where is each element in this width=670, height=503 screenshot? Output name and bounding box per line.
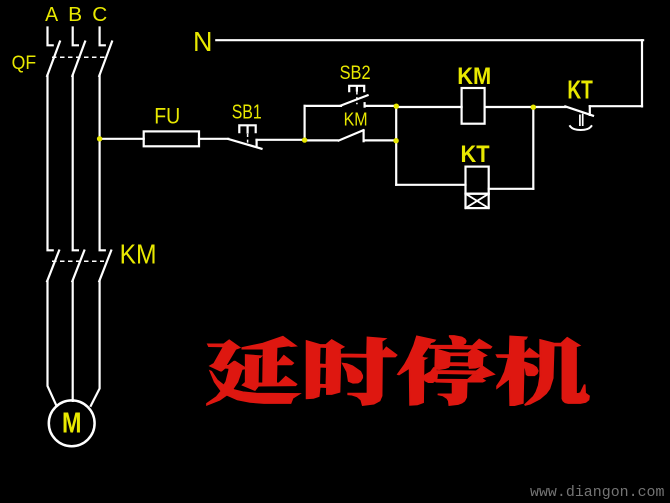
svg-text:KM: KM	[457, 63, 491, 90]
svg-text:KM: KM	[344, 110, 368, 130]
svg-text:KT: KT	[461, 141, 490, 168]
svg-text:KT: KT	[567, 75, 593, 105]
svg-text:SB1: SB1	[232, 102, 262, 124]
svg-text:KM: KM	[120, 238, 157, 269]
svg-text:B: B	[68, 4, 82, 26]
svg-text:N: N	[193, 26, 213, 57]
svg-text:A: A	[45, 4, 59, 26]
svg-text:FU: FU	[154, 103, 180, 128]
svg-text:QF: QF	[12, 52, 37, 74]
svg-text:www.diangon.com: www.diangon.com	[530, 484, 665, 501]
svg-text:SB2: SB2	[340, 63, 371, 84]
svg-text:C: C	[92, 4, 107, 26]
svg-text:M: M	[62, 408, 82, 440]
